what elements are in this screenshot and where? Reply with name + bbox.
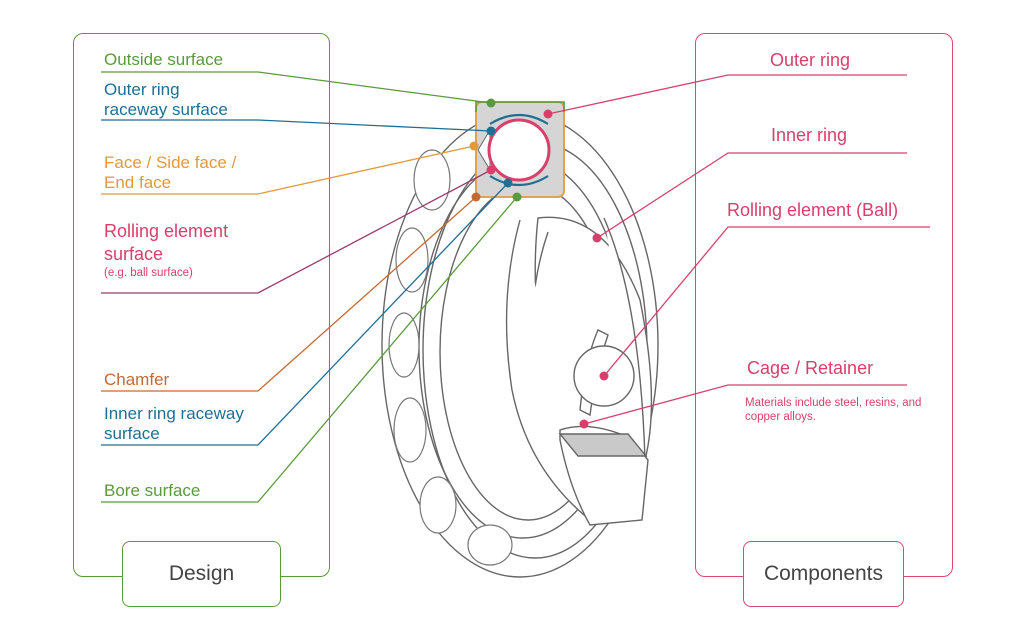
leader-rolling-surface — [101, 169, 492, 294]
label-inner-ring-raceway: Inner ring raceway surface — [104, 404, 244, 443]
leader-face — [101, 145, 475, 195]
label-cage-materials-note: Materials include steel, resins, and cop… — [745, 397, 922, 423]
leader-inner-ring — [596, 152, 907, 239]
label-outer-ring: Outer ring — [770, 50, 851, 70]
leader-outer-raceway — [101, 119, 492, 132]
leader-chamfer — [101, 196, 477, 392]
dot-cage — [579, 419, 589, 429]
leader-cage — [583, 384, 907, 425]
label-cage-retainer: Cage / Retainer — [747, 358, 874, 378]
dot-inner-raceway — [503, 178, 513, 188]
dot-bore — [512, 192, 522, 202]
label-bore-surface: Bore surface — [104, 481, 201, 500]
leader-outside — [101, 71, 492, 104]
label-rolling-element-surface: Rolling element surface (e.g. ball surfa… — [104, 221, 229, 279]
dot-chamfer — [471, 192, 481, 202]
leader-rolling-element — [603, 226, 930, 377]
label-rolling-element: Rolling element (Ball) — [727, 200, 899, 220]
dot-inner-ring — [592, 233, 602, 243]
design-tab: Design — [122, 541, 281, 607]
leader-bore — [101, 196, 518, 503]
leader-inner-raceway — [101, 182, 509, 446]
dot-rolling-element — [599, 371, 609, 381]
dot-outside — [486, 98, 496, 108]
components-tab: Components — [743, 541, 904, 607]
label-face: Face / Side face / End face — [104, 153, 237, 192]
label-inner-ring: Inner ring — [771, 125, 848, 145]
label-chamfer: Chamfer — [104, 370, 170, 389]
label-outer-ring-raceway: Outer ring raceway surface — [104, 80, 228, 119]
leader-outer-ring — [547, 74, 907, 115]
dot-outer-raceway — [486, 126, 496, 136]
dot-face — [469, 141, 479, 151]
label-outside-surface: Outside surface — [104, 50, 224, 69]
dot-rolling-surface — [486, 165, 496, 175]
dot-outer-ring — [543, 109, 553, 119]
